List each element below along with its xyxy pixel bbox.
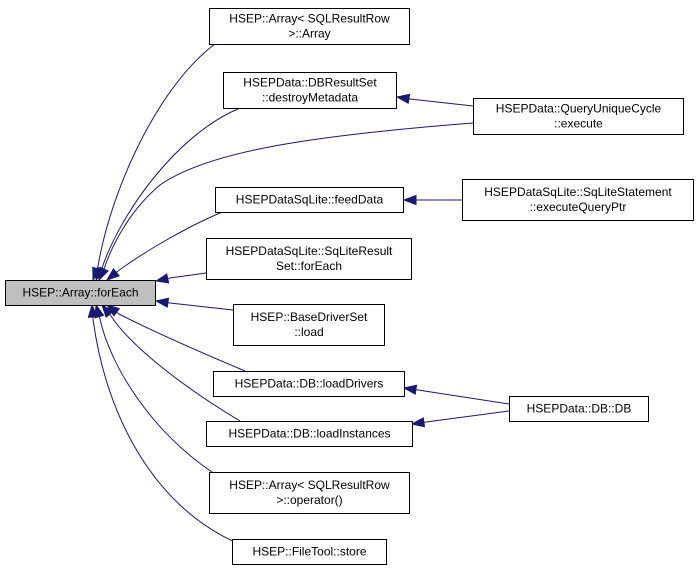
node-label: HSEPData::QueryUniqueCycle [496,102,662,116]
edge-db_loaddrivers-to-array_foreach [105,304,246,372]
edge-db_db-to-db_loaddrivers [402,384,510,405]
node-queryuniquecycle_execute[interactable]: HSEPData::QueryUniqueCycle::execute [473,98,684,135]
node-label: HSEPData::DBResultSet [243,76,377,90]
arrowhead-icon [154,273,170,284]
node-label: HSEPDataSqLite::SqLiteStatement [484,185,672,199]
arrowhead-icon [154,297,170,308]
edge-line [117,211,223,272]
node-label: HSEP::FileTool::store [252,545,366,559]
edge-line [92,318,240,545]
edge-line [169,302,234,311]
node-box[interactable] [473,98,684,135]
node-label: HSEP::Array< SQLResultRow [229,12,390,26]
node-array_ctor[interactable]: HSEP::Array< SQLResultRow>::Array [209,8,410,45]
edge-line [409,98,474,107]
edge-line [103,122,474,270]
edge-db_loadinstances-to-array_foreach [101,303,241,422]
edge-line [101,107,241,269]
node-label: ::destroyMetadata [262,91,358,105]
edge-line [97,43,216,267]
node-label: ::execute [554,117,603,131]
node-sqlitestatement_exec[interactable]: HSEPDataSqLite::SqLiteStatement::execute… [462,179,694,221]
node-db_loaddrivers[interactable]: HSEPData::DB::loadDrivers [213,371,405,397]
node-label: HSEPData::DB::DB [527,402,632,416]
edge-line [169,272,207,279]
node-array_operator[interactable]: HSEP::Array< SQLResultRow>::operator() [209,472,410,514]
edge-sqlite_feeddata-to-array_foreach [105,211,223,281]
node-label: >::Array [288,27,330,41]
node-label: HSEPDataSqLite::feedData [236,193,384,207]
node-label: ::load [294,325,323,339]
arrowhead-icon [395,93,411,105]
node-box[interactable] [233,304,385,346]
edges-layer [87,43,510,545]
arrowhead-icon [98,266,109,282]
arrowhead-icon [410,417,426,428]
edge-queryuniquecycle_execute-to-dbresultset_destroy [395,93,474,107]
node-label: HSEP::Array< SQLResultRow [229,478,390,492]
edge-queryuniquecycle_execute-to-array_foreach [98,122,474,282]
node-filetool_store[interactable]: HSEP::FileTool::store [232,539,387,565]
arrowhead-icon [87,303,99,318]
edge-line [110,315,241,422]
node-array_foreach[interactable]: HSEP::Array::forEach [5,280,156,306]
node-box[interactable] [223,72,397,109]
edge-line [118,313,246,372]
node-label: ::executeQueryPtr [530,200,627,214]
node-dbresultset_destroy[interactable]: HSEPData::DBResultSet::destroyMetadata [223,72,397,109]
node-label: HSEP::Array::forEach [22,286,138,300]
node-box[interactable] [209,8,410,45]
node-box[interactable] [209,472,410,514]
node-label: HSEPData::DB::loadInstances [228,427,390,441]
arrowhead-icon [105,268,120,281]
node-box[interactable] [462,179,694,221]
edge-line [417,389,510,405]
edge-sqlitestatement_exec-to-sqlite_feeddata [402,194,462,206]
node-box[interactable] [232,539,387,565]
node-box[interactable] [215,187,404,213]
node-basedriverset_load[interactable]: HSEP::BaseDriverSet::load [233,304,385,346]
arrowhead-icon [402,194,417,206]
node-label: >::operator() [276,493,342,507]
arrowhead-icon [94,303,105,319]
edge-array_operator-to-array_foreach [94,303,213,473]
node-box[interactable] [206,238,412,280]
edge-line [425,410,510,423]
node-label: Set::forEach [276,259,342,273]
node-box[interactable] [213,371,405,397]
node-db_loadinstances[interactable]: HSEPData::DB::loadInstances [206,421,413,447]
node-label: HSEPDataSqLite::SqLiteResult [226,244,393,258]
node-db_db[interactable]: HSEPData::DB::DB [509,396,649,422]
edge-basedriverset_load-to-array_foreach [154,297,234,311]
node-label: HSEPData::DB::loadDrivers [235,377,384,391]
arrowhead-icon [101,303,114,318]
edge-db_db-to-db_loadinstances [410,410,510,428]
edge-filetool_store-to-array_foreach [87,303,240,545]
node-box[interactable] [206,421,413,447]
edge-sqliteresultset_foreach-to-array_foreach [154,272,207,284]
node-sqlite_feeddata[interactable]: HSEPDataSqLite::feedData [215,187,404,213]
node-box[interactable] [5,280,156,306]
edge-line [99,318,213,473]
node-label: HSEP::BaseDriverSet [251,310,368,324]
arrowhead-icon [402,384,418,395]
node-box[interactable] [509,396,649,422]
